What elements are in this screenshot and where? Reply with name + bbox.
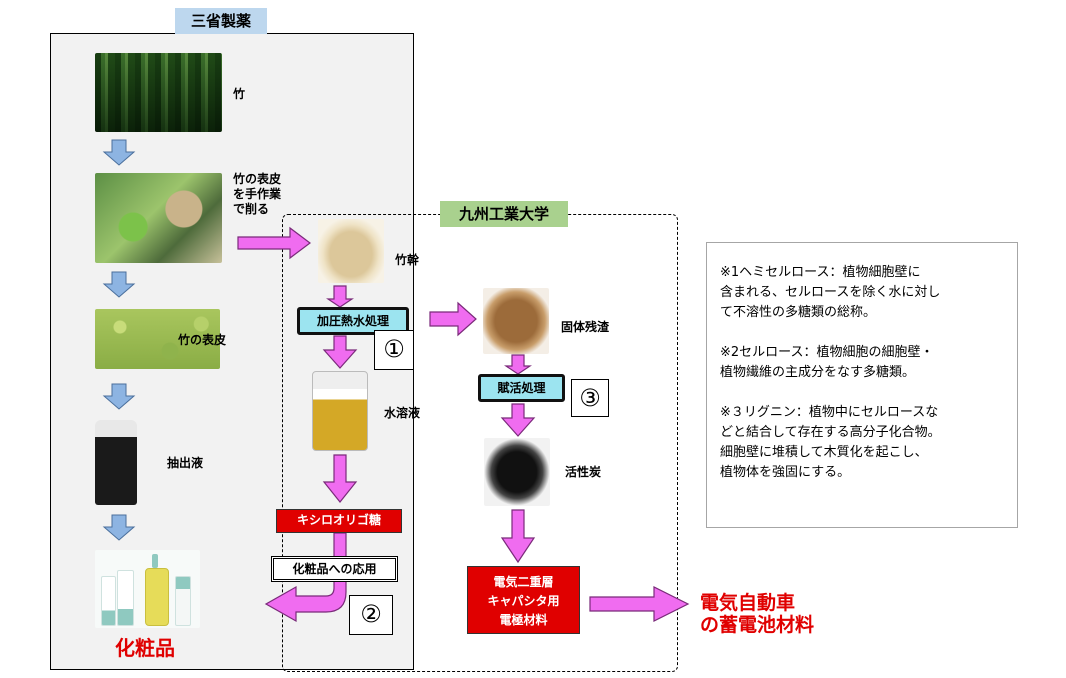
aqueous-solution-photo [312, 371, 368, 451]
peeling-photo [95, 173, 222, 263]
marker-three: ③ [571, 379, 609, 417]
note3-line1: ※３リグニン：植物中にセルロースな [720, 405, 939, 420]
label-extract: 抽出液 [167, 456, 204, 470]
label-skin: 竹の表皮 [178, 333, 227, 347]
label-peel-line1: 竹の表皮 [233, 172, 282, 186]
label-activated-carbon: 活性炭 [565, 465, 602, 479]
note3-line4: 植物体を強固にする。 [720, 465, 851, 480]
pink-arrow-hydro-down [322, 335, 358, 369]
blue-arrows [102, 139, 136, 541]
cosmetic-application-box: 化粧品への応用 [271, 556, 398, 582]
pink-arrow-curve [264, 532, 347, 623]
solid-residue-photo [483, 288, 549, 354]
note2-line2: 植物繊維の主成分をなす多糖類。 [720, 365, 916, 380]
pink-arrow-to-trunk [237, 226, 311, 260]
activation-box: 賦活処理 [478, 374, 565, 402]
label-solid-residue: 固体残渣 [561, 320, 610, 334]
label-peel: 竹の表皮 を手作業 で削る [233, 172, 281, 217]
note1-line2: 含まれる、セルロースを除く水に対し [720, 285, 941, 300]
blue-arrow-3 [102, 383, 136, 410]
label-aqueous: 水溶液 [384, 406, 421, 420]
label-peel-line2: を手作業 [233, 187, 282, 201]
xylo-oligo-box: キシロオリゴ糖 [276, 509, 402, 533]
note-lignin: ※３リグニン：植物中にセルロースな どと結合して存在する高分子化合物。 細胞壁に… [720, 403, 1005, 483]
electrode-line2: キャパシタ用 [487, 594, 560, 608]
note2-line1: ※2セルロース：植物細胞の細胞壁・ [720, 345, 934, 360]
note1-line1: ※1ヘミセルロース：植物細胞壁に [720, 265, 921, 280]
note3-line3: 細胞壁に堆積して木質化を起こし、 [720, 445, 928, 460]
bamboo-forest-photo [95, 53, 222, 132]
pink-arrow-to-residue [429, 301, 477, 337]
label-peel-line3: で削る [233, 202, 270, 216]
blue-arrow-1 [102, 139, 136, 166]
ev-battery-label: 電気自動車 の蓄電池材料 [700, 592, 814, 636]
cosmetic-bottle-oil [145, 568, 169, 626]
note1-line3: て不溶性の多糖類の総称。 [720, 305, 877, 320]
cosmetic-tube-1 [101, 576, 116, 626]
electrode-line1: 電気二重層 [493, 575, 554, 589]
electrode-material-box: 電気二重層 キャパシタ用 電極材料 [467, 566, 580, 634]
hydro-process-box: 加圧熱水処理 [297, 307, 409, 335]
marker-two: ② [349, 595, 393, 635]
cosmetic-tube-2 [117, 570, 134, 626]
pink-arrow-aqueous-down [322, 454, 358, 503]
pink-arrows [237, 226, 690, 623]
note3-line2: どと結合して存在する高分子化合物。 [720, 425, 941, 440]
ev-line2: の蓄電池材料 [700, 614, 815, 636]
electrode-line3: 電極材料 [499, 613, 548, 627]
cosmetic-bottle-small [175, 576, 191, 626]
kyutech-title: 九州工業大学 [440, 201, 568, 227]
note-cellulose: ※2セルロース：植物細胞の細胞壁・ 植物繊維の主成分をなす多糖類。 [720, 343, 1005, 383]
cosmetic-product-label: 化粧品 [115, 636, 175, 660]
pink-arrow-residue-down [504, 354, 532, 375]
pink-arrow-to-ev [589, 586, 690, 622]
pink-arrow-activation-down [500, 403, 536, 437]
pink-arrow-trunk-down [326, 285, 354, 308]
pink-arrow-carbon-down [500, 509, 536, 564]
blue-arrow-2 [102, 271, 136, 298]
label-trunk: 竹幹 [395, 253, 420, 267]
ev-line1: 電気自動車 [700, 592, 796, 614]
label-bamboo: 竹 [233, 87, 246, 101]
activated-carbon-photo [484, 438, 550, 506]
bamboo-trunk-powder-photo [318, 219, 384, 283]
notes-box: ※1ヘミセルロース：植物細胞壁に 含まれる、セルロースを除く水に対し て不溶性の… [706, 242, 1018, 528]
cosmetic-pump [152, 554, 158, 568]
bamboo-skin-photo [95, 309, 220, 369]
extract-bottle-photo [95, 420, 137, 505]
sansei-title: 三省製薬 [175, 8, 267, 34]
marker-one: ① [374, 330, 414, 370]
note-hemicellulose: ※1ヘミセルロース：植物細胞壁に 含まれる、セルロースを除く水に対し て不溶性の… [720, 263, 1005, 323]
blue-arrow-4 [102, 514, 136, 541]
